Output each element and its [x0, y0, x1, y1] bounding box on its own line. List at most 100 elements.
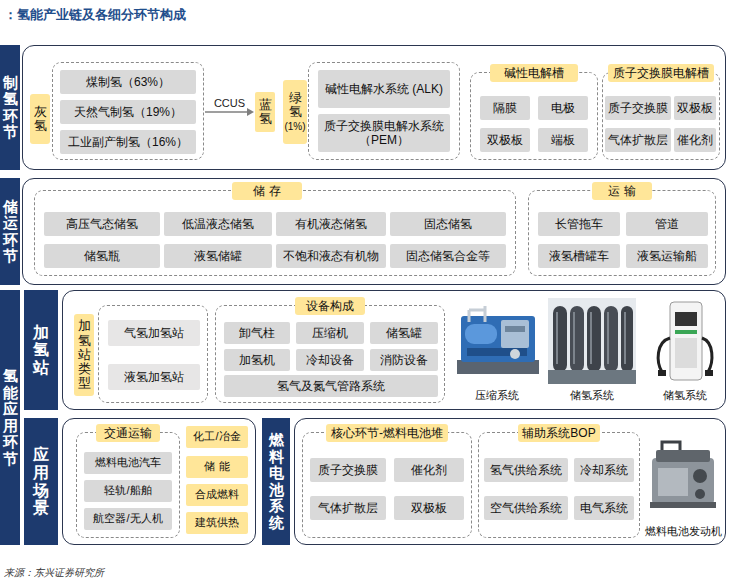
box-label: 交通运输 [104, 426, 152, 440]
band-label: 储运环节 [3, 199, 18, 265]
item-box: 液氢槽罐车 [538, 244, 620, 268]
highlight-box: 合成燃料 [186, 484, 248, 506]
storage-tank-illustration [548, 298, 636, 384]
item-box: 催化剂 [674, 128, 716, 152]
box-label: 空气供给系统 [490, 501, 562, 515]
box-label: 催化剂 [677, 133, 713, 147]
item-box: 碱性电解水系统 (ALK) [318, 70, 450, 108]
group-heading: 核心环节-燃料电池堆 [326, 424, 448, 442]
illustration-part [658, 370, 666, 376]
item-box: 液氢运输船 [626, 244, 708, 268]
item-box: 不饱和液态有机物 [276, 244, 386, 268]
item-box: 电极 [538, 96, 588, 120]
item-box: 压缩机 [296, 322, 364, 344]
box-label: 蓝氢 [259, 98, 272, 127]
item-box: 隔膜 [480, 96, 530, 120]
section-band: 制氢环节 [0, 45, 20, 170]
box-label: 碱性电解水系统 (ALK) [325, 82, 443, 96]
connector-arrow [205, 108, 254, 116]
box-label: 消防设备 [380, 353, 428, 367]
box-label: 氢气及氮气管路系统 [277, 379, 385, 393]
group-heading: 绿氢(1%) [283, 80, 307, 144]
illustration-part [548, 298, 636, 384]
box-label: 固态储氢 [424, 217, 472, 231]
item-box: 工业副产制氢（16%） [60, 130, 196, 154]
group-heading: 碱性电解槽 [490, 64, 578, 82]
box-label: 辅助系统BOP [522, 426, 595, 440]
box-label: 催化剂 [411, 463, 447, 477]
group-heading: 辅助系统BOP [518, 424, 600, 442]
group-box: 绿氢(1%)碱性电解水系统 (ALK)质子交换膜电解水系统（PEM） [308, 62, 460, 160]
box-label: 燃料电池汽车 [95, 456, 161, 469]
item-box: 消防设备 [370, 349, 438, 371]
box-label: 气体扩散层 [608, 133, 668, 147]
item-box: 氢气供给系统 [484, 458, 568, 482]
section-band: 氢能应用环节 [0, 290, 20, 545]
illustration-part [658, 468, 688, 496]
box-label: 碱性电解槽 [504, 66, 564, 80]
item-box: 冷却系统 [574, 458, 634, 482]
box-label: 储氢瓶 [84, 249, 120, 263]
box-label: 运 输 [608, 184, 635, 198]
highlight-box: 建筑供热 [186, 512, 248, 534]
image-caption: 燃料电池发动机 [645, 524, 722, 539]
group-box: 灰氢煤制氢（63%）天然气制氢（19%）工业副产制氢（16%） [52, 62, 204, 160]
group-box: 碱性电解槽隔膜电极双极板端板 [470, 72, 598, 160]
box-label: 压缩机 [312, 326, 348, 340]
highlight-box: 蓝氢 [255, 92, 275, 132]
image-caption: 压缩系统 [475, 388, 519, 403]
highlight-box: 化工/冶金 [186, 426, 248, 448]
box-label: 建筑供热 [195, 516, 239, 529]
illustration-part [670, 302, 702, 380]
box-label: 卸气柱 [239, 326, 275, 340]
illustration-part [705, 370, 713, 376]
fuel-cell-engine-illustration [646, 440, 720, 518]
group-heading: 灰氢 [30, 94, 50, 144]
illustration-part [693, 469, 707, 483]
item-box: 气体扩散层 [605, 128, 671, 152]
box-label: 端板 [551, 133, 575, 147]
item-box: 双极板 [394, 496, 464, 520]
item-box: 液氢加氢站 [108, 364, 200, 390]
item-box: 低温液态储氢 [164, 212, 272, 236]
box-label: 核心环节-燃料电池堆 [331, 426, 443, 440]
item-box: 质子交换膜 [605, 96, 671, 120]
item-box: 电气系统 [574, 496, 634, 520]
box-label: 氢气供给系统 [490, 463, 562, 477]
box-label: 航空器/无人机 [93, 512, 162, 525]
box-label: 电气系统 [580, 501, 628, 515]
item-box: 卸气柱 [224, 322, 290, 344]
group-heading: 运 输 [592, 182, 652, 200]
box-label: 轻轨/船舶 [104, 484, 151, 497]
item-box: 长管拖车 [538, 212, 620, 236]
box-label: 固态储氢合金等 [406, 249, 490, 263]
box-label: 加氢机 [239, 353, 275, 367]
box-label: 绿氢 [289, 91, 302, 120]
illustration-part [505, 326, 525, 332]
group-box: 加氢站类型气氢加氢站液氢加氢站 [98, 305, 208, 403]
box-label: (1%) [284, 121, 305, 133]
box-label: 质子交换膜 [608, 101, 668, 115]
item-box: 航空器/无人机 [84, 508, 172, 530]
item-box: 质子交换膜 [310, 458, 386, 482]
illustration-part [675, 330, 697, 334]
item-box: 冷却设备 [296, 349, 364, 371]
item-box: 天然气制氢（19%） [60, 100, 196, 124]
box-label: 不饱和液态有机物 [283, 249, 379, 263]
section-band: 燃料电池系统 [262, 418, 290, 545]
item-box: 液氢储罐 [164, 244, 272, 268]
item-box: 轻轨/船舶 [84, 480, 172, 502]
group-box: 运 输长管拖车管道液氢槽罐车液氢运输船 [528, 190, 716, 276]
group-heading: 交通运输 [96, 424, 160, 442]
chart-title: ：氢能产业链及各细分环节构成 [4, 6, 186, 24]
group-box: 设备构成卸气柱压缩机储氢罐加氢机冷却设备消防设备氢气及氮气管路系统 [215, 305, 445, 403]
illustration-part [570, 306, 584, 372]
illustration-part [553, 306, 567, 372]
box-label: 冷却系统 [580, 463, 628, 477]
box-label: 质子交换膜电解水系统（PEM） [320, 119, 448, 148]
box-label: 液氢储罐 [194, 249, 242, 263]
illustration-part [465, 324, 497, 344]
item-box: 氢气及氮气管路系统 [224, 375, 438, 397]
box-label: 储氢罐 [386, 326, 422, 340]
box-label: 气氢加氢站 [124, 326, 184, 340]
